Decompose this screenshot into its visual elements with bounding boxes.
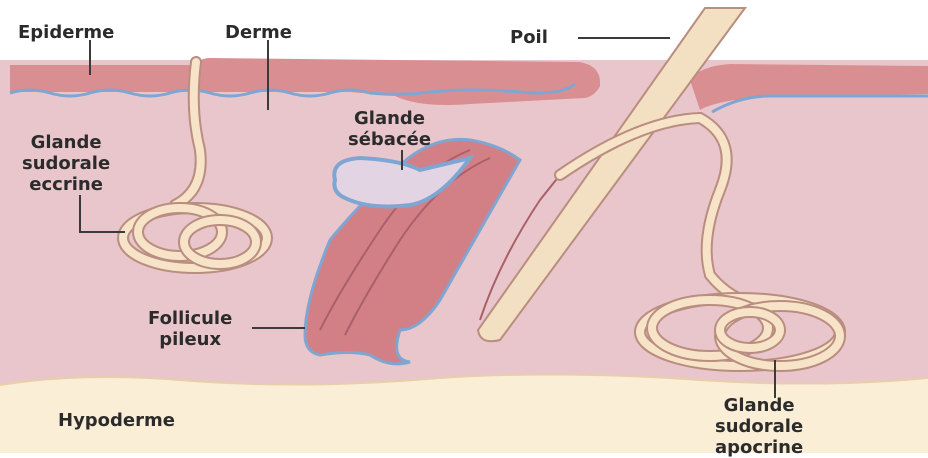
- label-glande-eccrine: Glande sudorale eccrine: [22, 132, 110, 195]
- label-derme: Derme: [225, 22, 292, 43]
- label-epiderme: Epiderme: [18, 22, 114, 43]
- label-glande-sebacee: Glande sébacée: [348, 108, 431, 150]
- label-follicule: Follicule pileux: [148, 308, 232, 350]
- label-glande-apocrine: Glande sudorale apocrine: [715, 395, 803, 458]
- label-poil: Poil: [510, 27, 548, 48]
- label-hypoderme: Hypoderme: [58, 410, 175, 431]
- epidermis-left-band: [10, 65, 190, 92]
